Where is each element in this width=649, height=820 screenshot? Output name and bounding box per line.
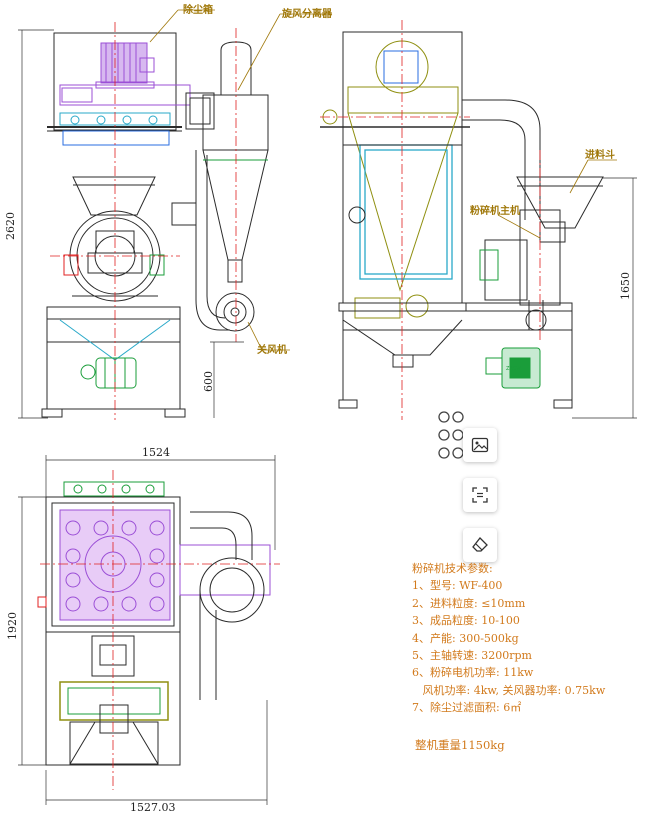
motor-plate-label: ZRSW — [506, 366, 521, 372]
spec-item: 5、主轴转速: 3200rpm — [412, 649, 532, 663]
spec-item: 3、成品粒度: 10-100 — [412, 614, 520, 628]
dim-top-width: 1524 — [142, 446, 170, 459]
scan-marks-icon — [438, 411, 464, 459]
leader-lines — [149, 9, 617, 351]
side-view — [320, 31, 604, 409]
dim-bottom-width: 1527.03 — [130, 801, 176, 814]
spec-panel: 粉碎机技术参数: 1、型号: WF-400 2、进料粒度: ≤10mm 3、成品… — [412, 560, 642, 717]
side-centerlines — [320, 20, 541, 420]
dim-base-height: 600 — [202, 371, 215, 392]
crop-button[interactable] — [463, 478, 497, 512]
side-dimensions — [572, 177, 637, 419]
dim-total-height: 2620 — [4, 212, 17, 240]
spec-item: 1、型号: WF-400 — [412, 579, 503, 593]
crop-icon — [472, 487, 488, 503]
machine-weight: 整机重量1150kg — [415, 738, 505, 752]
spec-title: 粉碎机技术参数: — [412, 562, 493, 575]
dim-plan-depth: 1920 — [6, 612, 19, 640]
dim-feed-height: 1650 — [619, 272, 632, 300]
plan-dimensions — [18, 455, 276, 805]
front-centerlines — [50, 22, 237, 420]
air-lock-label: 关风机 — [257, 343, 287, 356]
spec-item: 6、粉碎电机功率: 11kw — [412, 666, 534, 680]
front-view — [41, 32, 269, 418]
plan-centerlines — [40, 470, 280, 790]
image-button[interactable] — [463, 428, 497, 462]
spec-item: 风机功率: 4kw, 关风器功率: 0.75kw — [412, 683, 606, 697]
main-unit-label: 粉碎机主机 — [470, 204, 520, 217]
feed-hopper-label: 进料斗 — [585, 148, 615, 161]
spec-item: 2、进料粒度: ≤10mm — [412, 596, 526, 610]
cyclone-label: 旋风分离器 — [281, 7, 333, 20]
image-icon — [471, 437, 489, 453]
eraser-button[interactable] — [463, 528, 497, 562]
spec-item: 7、除尘过滤面积: 6㎡ — [412, 701, 522, 715]
plan-view — [37, 481, 271, 766]
dust-box-label: 除尘箱 — [183, 3, 213, 16]
eraser-icon — [472, 537, 488, 552]
spec-item: 4、产能: 300-500kg — [412, 631, 519, 645]
front-dimensions — [18, 29, 244, 419]
